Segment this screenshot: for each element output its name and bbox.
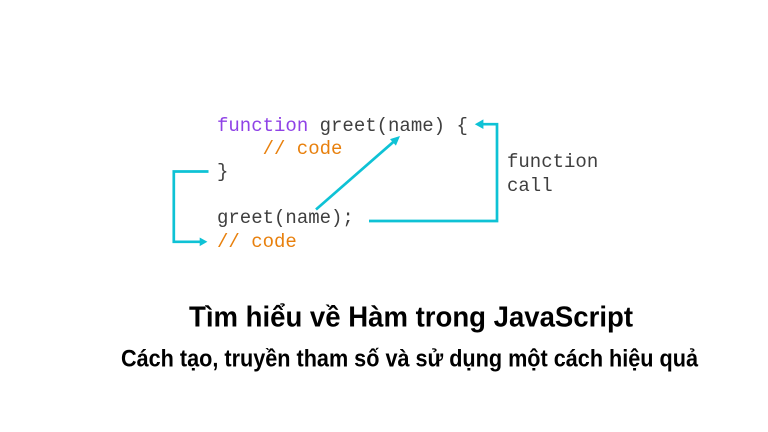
svg-text:}: } [217,161,228,183]
svg-text:Cách tạo, truyền tham số và sử: Cách tạo, truyền tham số và sử dụng một … [121,346,699,373]
svg-text:// code: // code [263,138,343,160]
svg-text:// code: // code [217,231,297,253]
svg-text:greet(name);: greet(name); [217,207,354,229]
svg-text:function greet(name) {: function greet(name) { [217,115,468,137]
svg-text:function: function [507,151,598,173]
svg-text:Tìm hiểu về Hàm trong JavaScri: Tìm hiểu về Hàm trong JavaScript [189,302,633,334]
svg-text:call: call [507,175,553,197]
